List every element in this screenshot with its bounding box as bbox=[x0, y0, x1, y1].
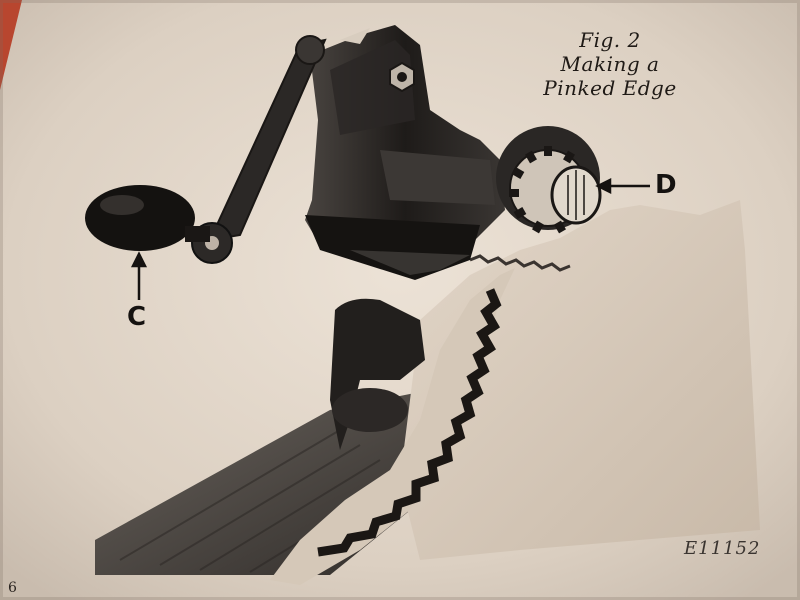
page-number: 6 bbox=[8, 580, 17, 596]
clamp-foot bbox=[332, 388, 408, 432]
caption-line-1: Fig. 2 bbox=[579, 28, 641, 52]
label-c: C bbox=[127, 302, 147, 332]
direction-arrow-icon bbox=[340, 28, 370, 44]
label-d: D bbox=[655, 170, 677, 200]
figure-code: E11152 bbox=[684, 538, 761, 559]
caption-line-2: Making a bbox=[560, 52, 660, 76]
caption-line-3: Pinked Edge bbox=[543, 76, 677, 100]
machine-arm bbox=[380, 150, 495, 205]
cutter-wheel bbox=[496, 126, 602, 234]
pinked-edge-top bbox=[469, 254, 571, 272]
crank-handle bbox=[85, 185, 195, 251]
fabric-strip bbox=[270, 268, 515, 585]
table-clamp bbox=[330, 298, 425, 450]
figure-caption: Fig. 2 Making a Pinked Edge bbox=[520, 28, 700, 100]
pinked-edge bbox=[317, 288, 502, 557]
